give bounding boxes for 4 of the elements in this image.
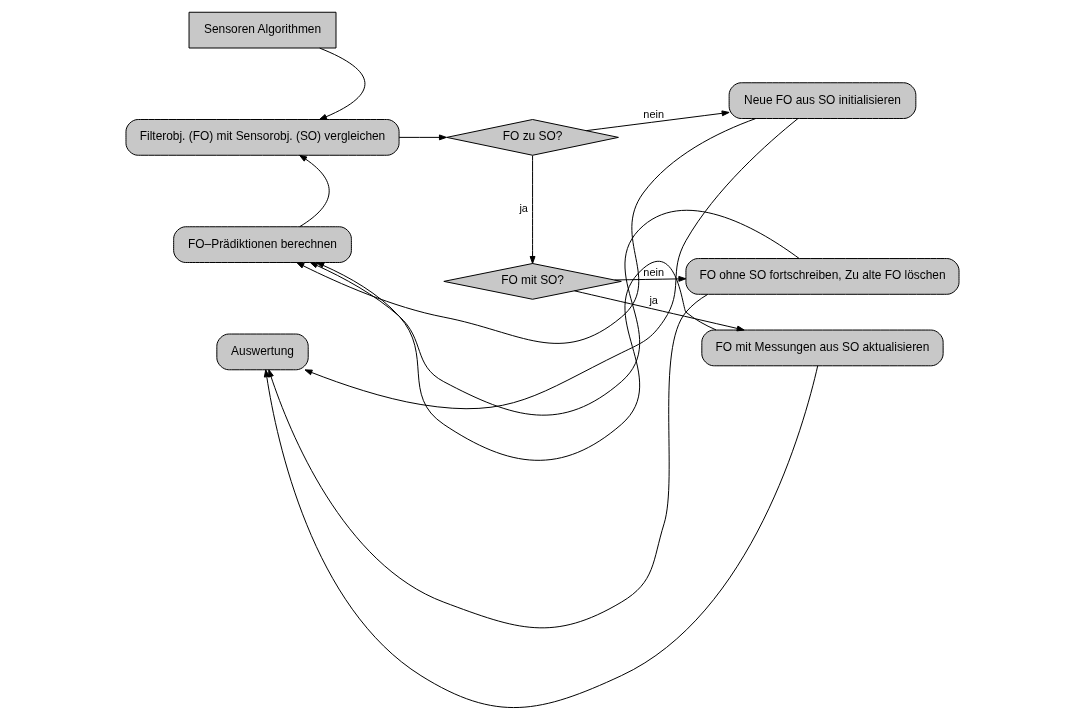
edge-label: nein [643, 108, 664, 121]
edge-label: nein [643, 266, 664, 279]
edge-label: ja [519, 202, 528, 215]
edge-label: ja [649, 294, 658, 307]
